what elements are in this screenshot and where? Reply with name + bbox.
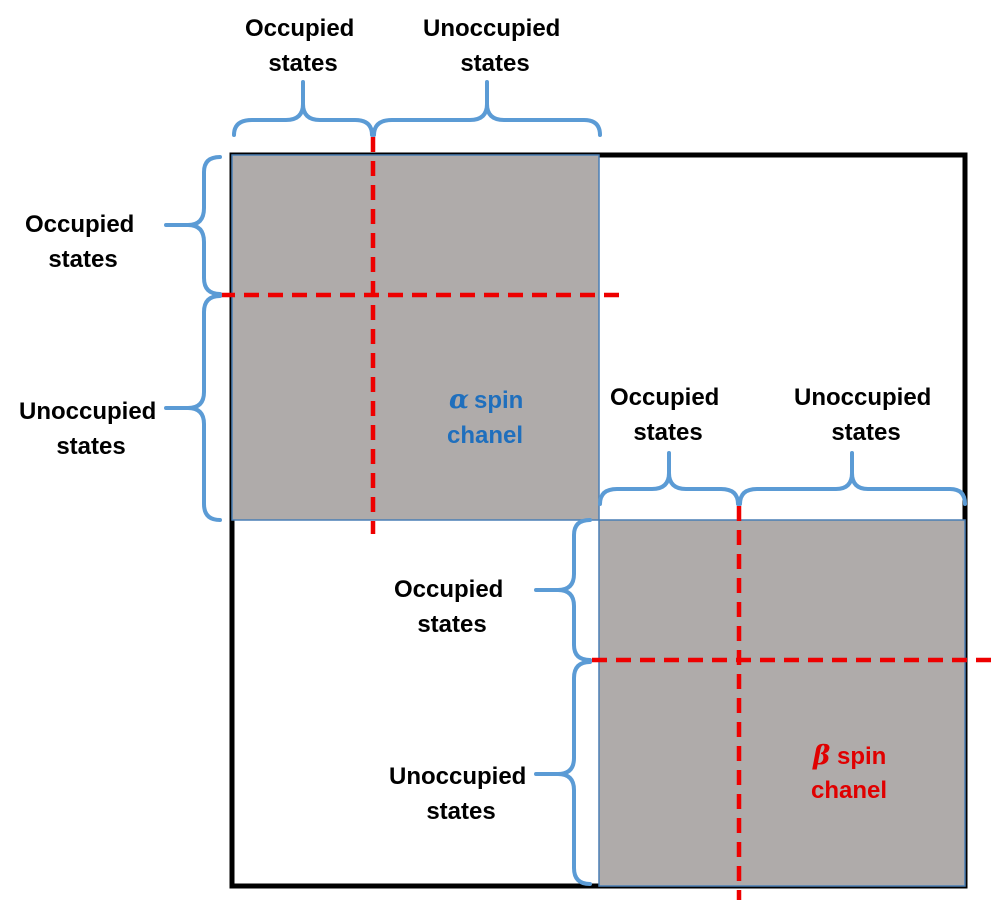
alpha-left-unoccupied-label: Unoccupied states xyxy=(19,398,163,460)
beta-left-occupied-label: Occupied states xyxy=(394,576,510,638)
beta-top-unoccupied-brace xyxy=(738,451,967,506)
beta-symbol: β xyxy=(812,741,830,771)
beta-top-unoccupied-label: Unoccupied states xyxy=(794,384,938,446)
beta-top-occupied-brace xyxy=(598,451,740,506)
beta-top-occupied-label: Occupied states xyxy=(610,384,726,446)
alpha-block-fill xyxy=(231,154,600,521)
beta-block-fill xyxy=(598,519,966,887)
alpha-left-occupied-label: Occupied states xyxy=(25,211,141,273)
beta-left-unoccupied-brace xyxy=(534,660,592,886)
alpha-top-unoccupied-brace xyxy=(372,80,602,137)
beta-left-unoccupied-label: Unoccupied states xyxy=(389,763,533,825)
alpha-left-unoccupied-brace xyxy=(164,294,222,522)
alpha-top-occupied-brace xyxy=(232,80,374,137)
beta-block xyxy=(592,506,992,900)
beta-channel-label: β spin chanel xyxy=(811,741,890,804)
alpha-symbol: α xyxy=(449,385,469,415)
alpha-top-unoccupied-label: Unoccupied states xyxy=(423,15,567,77)
alpha-top-occupied-label: Occupied states xyxy=(245,15,361,77)
alpha-channel-label: α spin chanel xyxy=(447,385,527,449)
alpha-left-occupied-brace xyxy=(164,155,222,296)
beta-left-occupied-brace xyxy=(534,518,592,662)
alpha-block xyxy=(220,137,622,534)
